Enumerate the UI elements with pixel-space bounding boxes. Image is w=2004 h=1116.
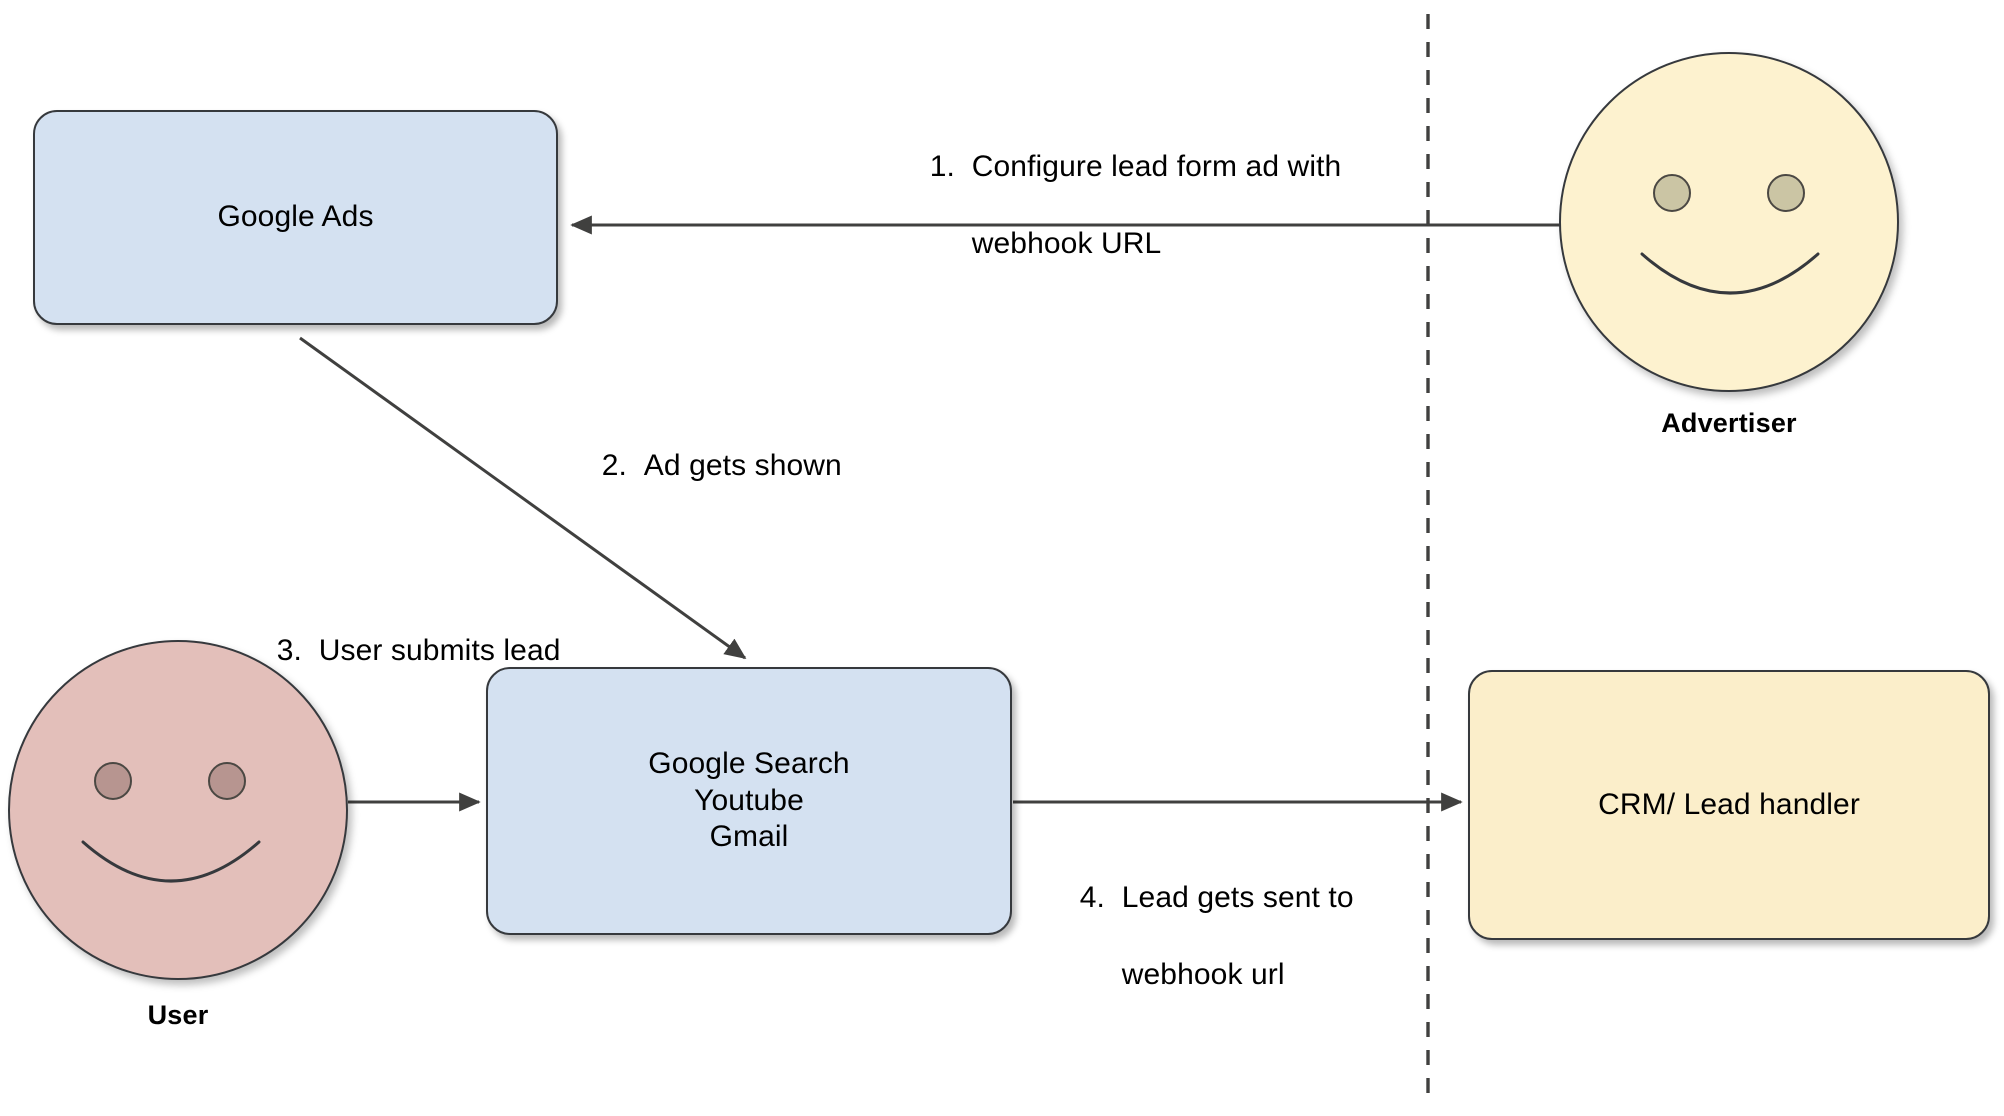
advertiser-left-eye-icon — [1653, 174, 1691, 212]
edge-label-4-line2: webhook url — [1121, 958, 1285, 992]
edge-label-2: 2. Ad gets shown — [568, 409, 842, 524]
advertiser-face-icon — [1559, 52, 1899, 392]
edge-label-3-number: 3. — [276, 634, 302, 668]
actor-advertiser[interactable]: Advertiser — [1559, 52, 1899, 442]
actor-advertiser-label: Advertiser — [1661, 408, 1797, 438]
edge-label-2-number: 2. — [601, 449, 627, 483]
edge-label-1-line1: Configure lead form ad with — [971, 150, 1342, 184]
advertiser-smile-icon — [1640, 252, 1820, 295]
user-right-eye-icon — [208, 762, 246, 800]
node-google-properties-label: Google Search Youtube Gmail — [648, 747, 850, 854]
actor-user-label: User — [147, 1000, 209, 1030]
edge-label-1-line2: webhook URL — [971, 227, 1162, 261]
edge-label-4-number: 4. — [1079, 881, 1105, 915]
edge-label-3: 3. User submits lead — [243, 594, 561, 709]
node-google-properties[interactable]: Google Search Youtube Gmail — [486, 667, 1012, 935]
node-google-ads[interactable]: Google Ads — [33, 110, 558, 325]
edge-label-4-line1: Lead gets sent to — [1121, 881, 1354, 915]
edge-label-1: 1. Configure lead form ad with webhook UR… — [896, 110, 1341, 302]
user-left-eye-icon — [94, 762, 132, 800]
node-crm-lead-handler[interactable]: CRM/ Lead handler — [1468, 670, 1990, 940]
node-google-ads-label: Google Ads — [217, 200, 374, 234]
edge-label-3-line1: User submits lead — [318, 634, 561, 668]
edge-label-2-line1: Ad gets shown — [643, 449, 842, 483]
advertiser-right-eye-icon — [1767, 174, 1805, 212]
node-crm-lead-handler-label: CRM/ Lead handler — [1598, 787, 1860, 821]
user-face-icon — [8, 640, 348, 980]
edge-label-4: 4. Lead gets sent to webhook url — [1046, 841, 1354, 1033]
user-smile-icon — [81, 840, 261, 883]
edge-label-1-number: 1. — [929, 150, 955, 184]
actor-user[interactable]: User — [8, 640, 348, 1040]
